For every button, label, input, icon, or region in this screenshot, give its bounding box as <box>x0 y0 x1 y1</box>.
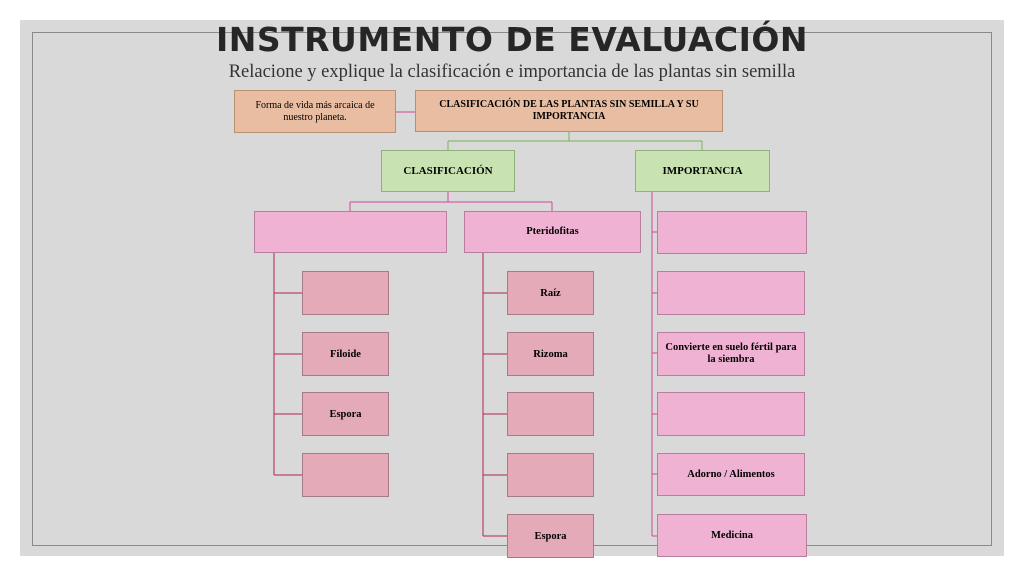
group-b-item-text: Espora <box>534 530 567 542</box>
clasificacion-label: CLASIFICACIÓN <box>403 165 493 177</box>
group-b-item: Rizoma <box>507 332 594 376</box>
group-b-item: Raíz <box>507 271 594 315</box>
group-b-item-text: Raíz <box>540 287 561 299</box>
page-subtitle: Relacione y explique la clasificación e … <box>228 62 796 82</box>
note-text: Forma de vida más arcaica de nuestro pla… <box>255 99 375 123</box>
importancia-item: Adorno / Alimentos <box>657 453 805 496</box>
root-box: CLASIFICACIÓN DE LAS PLANTAS SIN SEMILLA… <box>415 90 723 132</box>
group-b-item: Espora <box>507 514 594 558</box>
note-box: Forma de vida más arcaica de nuestro pla… <box>234 90 396 133</box>
connector-group-b-items <box>482 253 508 537</box>
group-a-item <box>302 271 389 315</box>
group-a-item-text: Filoide <box>330 348 361 360</box>
group-b-item <box>507 392 594 436</box>
clasificacion-box: CLASIFICACIÓN <box>381 150 515 192</box>
root-text: CLASIFICACIÓN DE LAS PLANTAS SIN SEMILLA… <box>439 99 699 122</box>
connector-clasificacion-groups <box>349 192 553 211</box>
group-a-item: Espora <box>302 392 389 436</box>
group-a-item-text: Espora <box>329 408 362 420</box>
group-a-item: Filoide <box>302 332 389 376</box>
importancia-item <box>657 271 805 315</box>
importancia-item: Medicina <box>657 514 807 557</box>
importancia-item-text: Adorno / Alimentos <box>687 468 775 480</box>
connector-group-a-items <box>273 253 303 476</box>
group-b-box: Pteridofitas <box>464 211 641 253</box>
importancia-item-text: Medicina <box>711 529 753 541</box>
importancia-item <box>657 211 807 254</box>
connector-root-level1 <box>447 132 703 150</box>
importancia-item: Convierte en suelo fértil para la siembr… <box>657 332 805 376</box>
group-a-item <box>302 453 389 497</box>
importancia-label: IMPORTANCIA <box>662 165 743 177</box>
importancia-item <box>657 392 805 436</box>
group-b-item <box>507 453 594 497</box>
importancia-item-text: Convierte en suelo fértil para la siembr… <box>665 342 797 365</box>
group-b-label: Pteridofitas <box>526 226 579 237</box>
page-title: INSTRUMENTO DE EVALUACIÓN <box>215 20 809 59</box>
group-b-item-text: Rizoma <box>533 348 568 360</box>
group-a-box <box>254 211 447 253</box>
importancia-box: IMPORTANCIA <box>635 150 770 192</box>
